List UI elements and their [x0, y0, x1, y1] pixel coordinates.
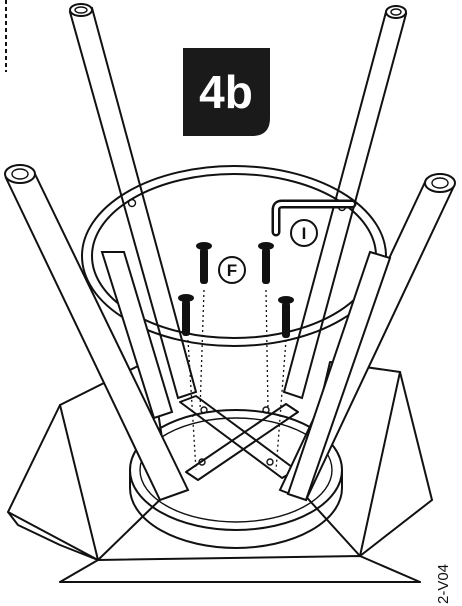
bolt-icon — [278, 296, 294, 338]
cross-stretcher — [179, 395, 299, 481]
bolt-icon — [178, 294, 194, 336]
bolt-icon — [196, 242, 212, 284]
document-code: 2-V04 — [435, 564, 452, 604]
packaging-box — [7, 359, 433, 583]
part-letter-f: F — [227, 261, 237, 280]
leg-front-left — [4, 164, 190, 502]
stool-seat — [129, 409, 343, 549]
part-callout-f: F — [218, 256, 246, 284]
leg-overlaps — [100, 250, 392, 502]
part-letter-i: I — [302, 224, 307, 243]
leg-back-left — [68, 3, 198, 400]
part-callout-i: I — [290, 219, 318, 247]
alignment-guides — [187, 289, 287, 471]
step-badge: 4b — [183, 48, 270, 136]
allen-key-icon — [271, 199, 357, 237]
stool-legs — [4, 3, 456, 502]
step-label: 4b — [199, 66, 253, 118]
bolts — [178, 242, 294, 338]
bolt-icon — [258, 242, 274, 284]
